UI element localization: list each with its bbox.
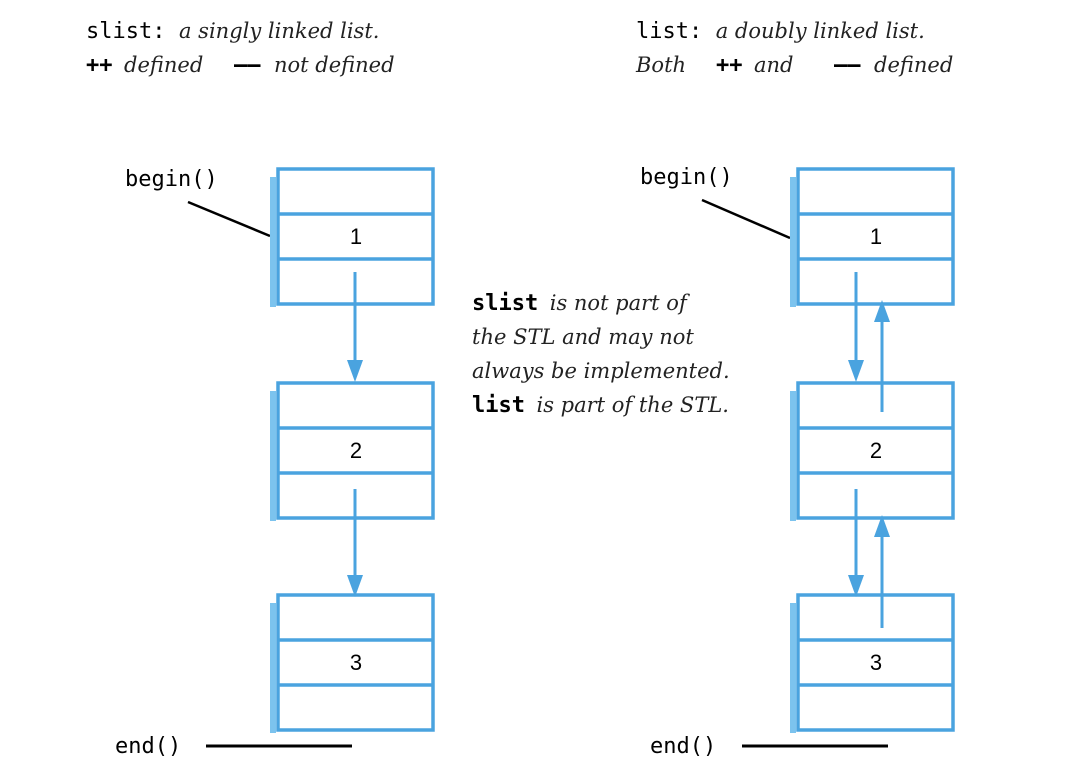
- slist-decrement-status: not defined: [274, 53, 395, 77]
- svg-text:slist is not part of: slist is not part of: [472, 290, 690, 316]
- list-and-label: and: [754, 53, 794, 77]
- svg-text:–– not defined: –– not defined: [234, 52, 395, 78]
- note-list-keyword: list: [472, 393, 525, 418]
- list-decrement-status: defined: [874, 53, 953, 77]
- list-node-1: 1: [788, 167, 955, 309]
- slist-decrement-operator: ––: [234, 53, 261, 78]
- slist-end-label: end(): [115, 734, 181, 759]
- list-begin-pointer: [701, 198, 791, 240]
- list-node-3-value: 3: [870, 650, 882, 675]
- list-description: a doubly linked list.: [716, 19, 925, 43]
- slist-node-3: 3: [268, 593, 435, 735]
- list-next-arrow-1-2: [848, 272, 864, 382]
- svg-text:++ defined: ++ defined: [86, 52, 203, 78]
- list-node-3: 3: [788, 593, 955, 735]
- slist-begin-pointer: [187, 200, 271, 238]
- list-node-2: 2: [788, 381, 955, 523]
- slist-next-arrow-1-2: [347, 272, 363, 382]
- slist-diagram: begin() 1 2 3 end(): [115, 167, 435, 759]
- list-next-arrow-2-3: [848, 489, 864, 597]
- slist-node-1: 1: [268, 167, 435, 309]
- list-both-label: Both: [635, 53, 686, 77]
- svg-text:list is part of the STL.: list is part of the STL.: [472, 392, 729, 418]
- list-begin-label: begin(): [640, 165, 733, 190]
- note-slist-keyword: slist: [472, 291, 538, 316]
- list-header: list: a doubly linked list. Both ++ and …: [635, 18, 953, 78]
- slist-next-arrow-2-3: [347, 489, 363, 597]
- list-end-label: end(): [650, 734, 716, 759]
- svg-text:list: a doubly linked li: list: a doubly linked list.: [636, 18, 925, 44]
- stl-note: slist is not part of the STL and may not…: [472, 290, 730, 418]
- list-increment-operator: ++: [716, 53, 743, 78]
- slist-increment-operator: ++: [86, 53, 113, 78]
- note-line-4: is part of the STL.: [536, 393, 728, 417]
- list-title: list:: [636, 19, 702, 44]
- svg-text:slist: a singly linked l: slist: a singly linked list.: [86, 18, 379, 44]
- slist-increment-status: defined: [124, 53, 203, 77]
- slist-node-2: 2: [268, 381, 435, 523]
- slist-begin-label: begin(): [125, 167, 218, 192]
- list-node-2-value: 2: [870, 438, 882, 463]
- note-line-2: the STL and may not: [472, 325, 694, 349]
- slist-node-2-value: 2: [350, 438, 362, 463]
- slist-title: slist:: [86, 19, 165, 44]
- list-prev-arrow-3-2: [874, 515, 890, 628]
- slist-node-3-value: 3: [350, 650, 362, 675]
- list-diagram: begin() 1 2 3 end(): [640, 165, 955, 759]
- list-prev-arrow-2-1: [874, 300, 890, 412]
- list-decrement-operator: ––: [834, 53, 861, 78]
- list-node-1-value: 1: [870, 224, 882, 249]
- svg-text:++ and: ++ and: [716, 52, 794, 78]
- note-line-3: always be implemented.: [472, 359, 730, 383]
- slist-description: a singly linked list.: [179, 19, 379, 43]
- slist-node-1-value: 1: [350, 224, 362, 249]
- note-line-1: is not part of: [550, 291, 690, 315]
- svg-text:–– defined: –– defined: [834, 52, 953, 78]
- slist-header: slist: a singly linked list. ++ defined …: [86, 18, 395, 78]
